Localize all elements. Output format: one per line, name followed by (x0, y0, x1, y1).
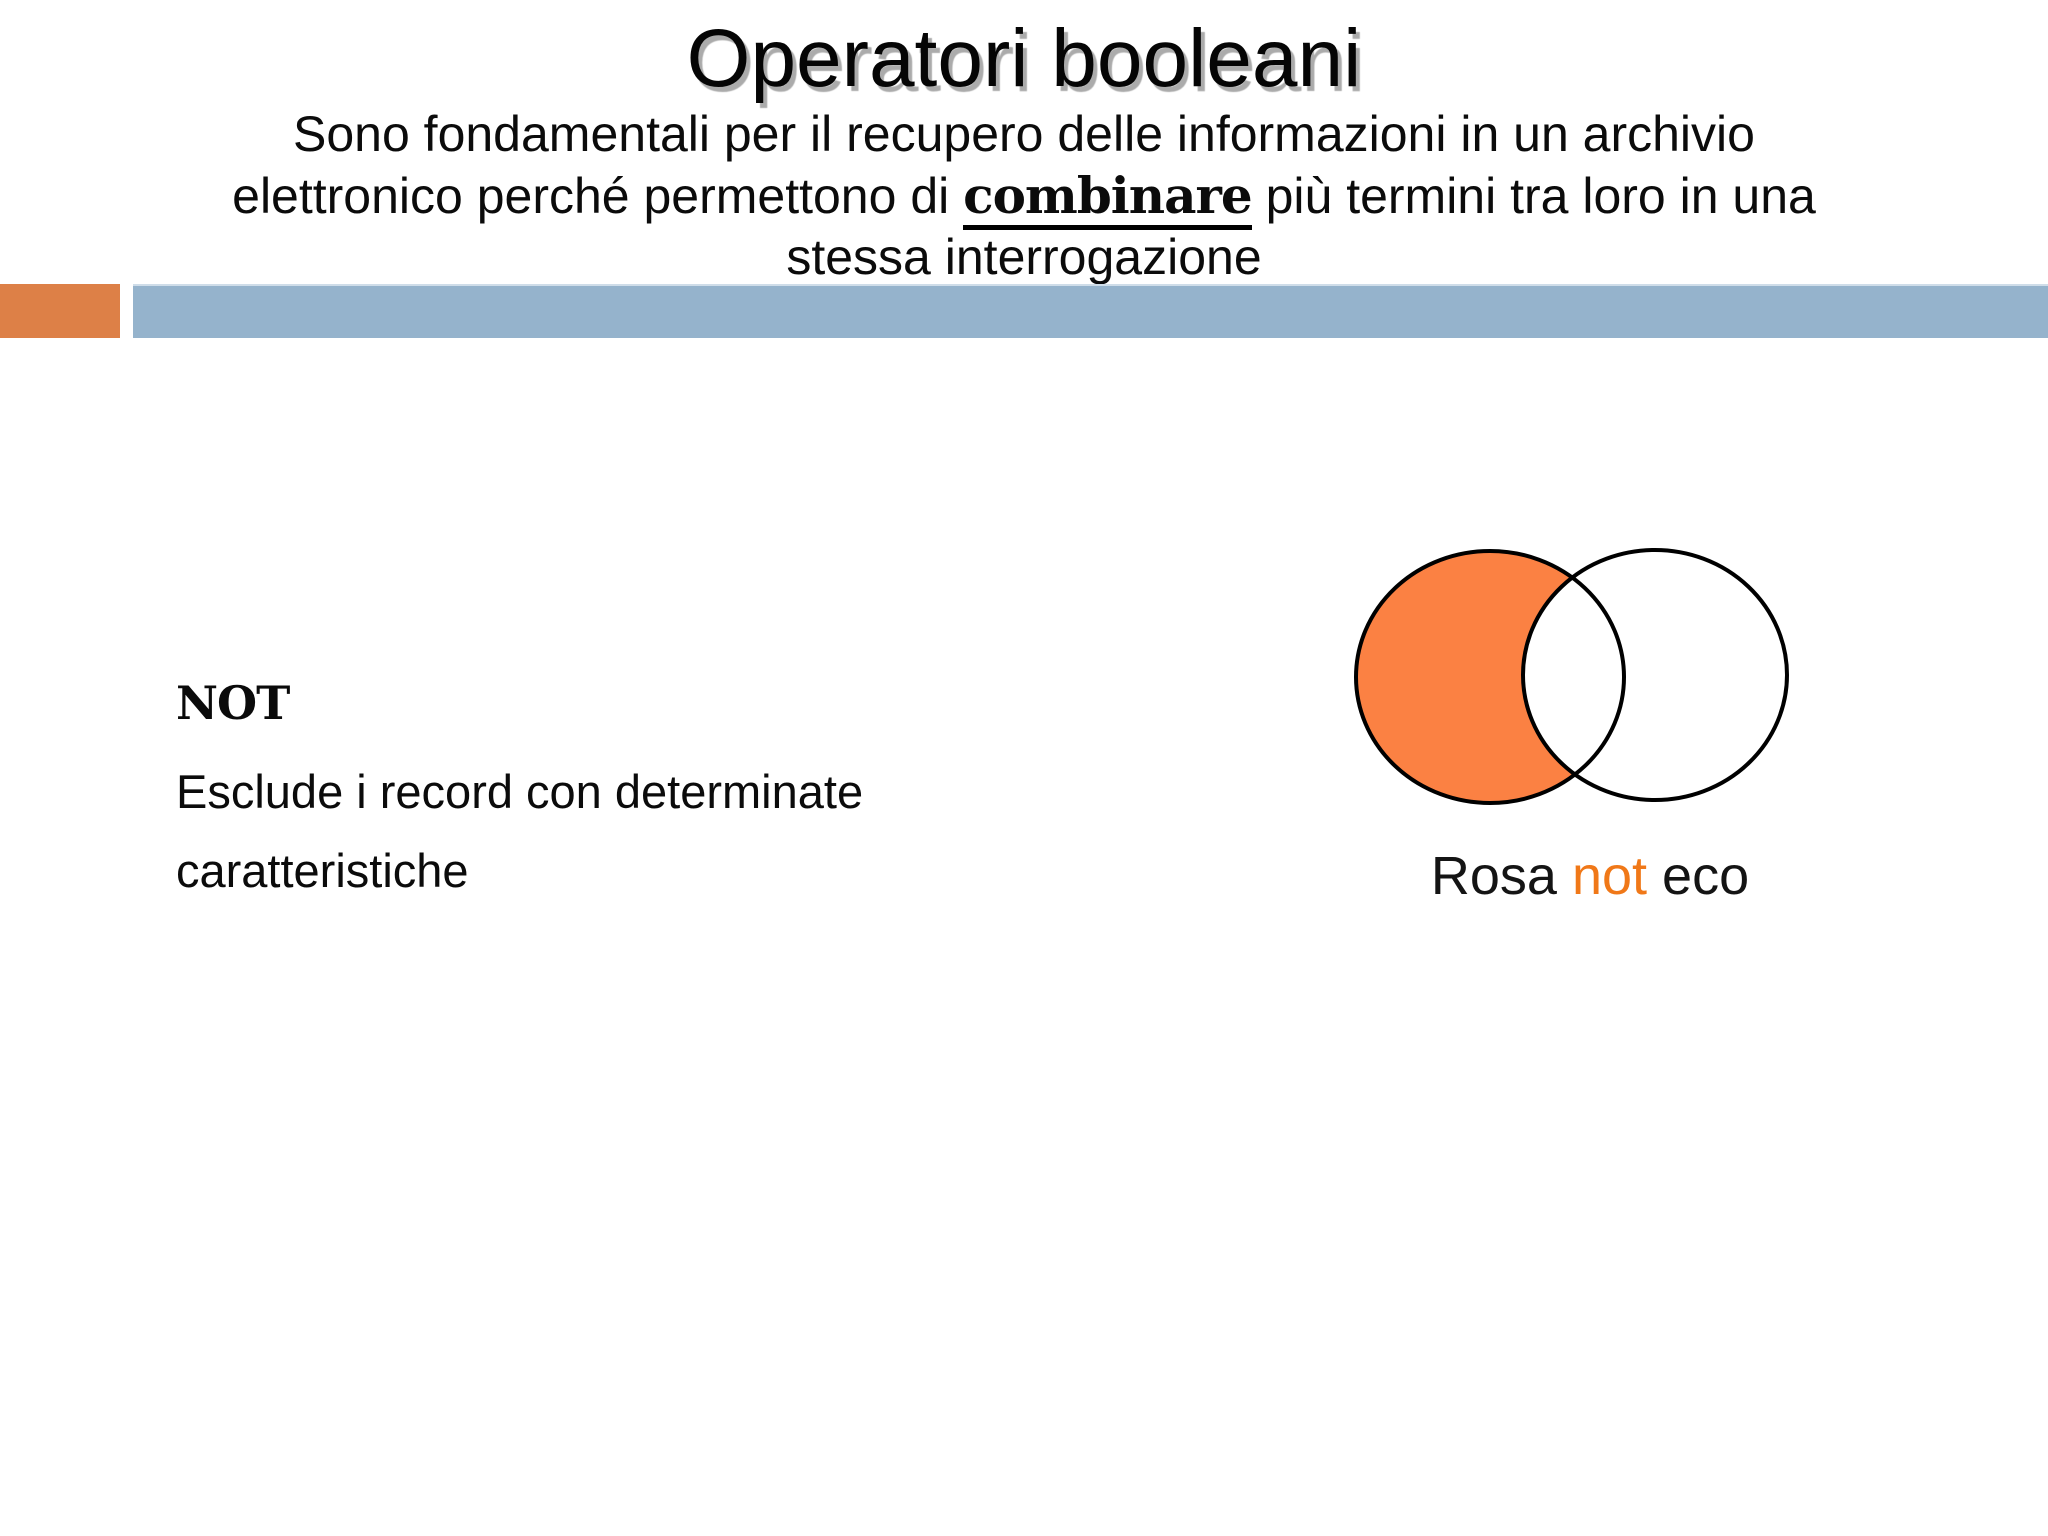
divider-orange-block (0, 284, 120, 338)
subtitle-line-1: Sono fondamentali per il recupero delle … (0, 104, 2048, 165)
slide-subtitle: Sono fondamentali per il recupero delle … (0, 104, 2048, 288)
venn-diagram (1354, 548, 1789, 805)
operator-description-line-1: Esclude i record con determinate (176, 765, 864, 818)
subtitle-line-2-pre: elettronico perché permettono di (232, 168, 964, 224)
subtitle-line-3: stessa interrogazione (0, 227, 2048, 288)
subtitle-line-1-text: Sono fondamentali per il recupero delle … (293, 106, 1755, 162)
venn-right-circle-outline (1521, 548, 1789, 802)
venn-caption-operator: not (1571, 846, 1648, 906)
divider-blue-bar (133, 284, 2048, 338)
venn-caption-term-right: eco (1647, 846, 1750, 906)
operator-description-line-2: caratteristiche (176, 844, 469, 897)
venn-caption: Rosa not eco (1330, 845, 1850, 907)
slide-title: Operatori booleani (686, 13, 1362, 104)
operator-description: Esclude i record con determinate caratte… (176, 752, 896, 910)
subtitle-line-2-post: più termini tra loro in una (1251, 168, 1816, 224)
not-operator-block: NOT Esclude i record con determinate car… (176, 676, 896, 910)
subtitle-line-3-text: stessa interrogazione (786, 229, 1262, 285)
subtitle-emphasis-combinare: combinare (963, 166, 1253, 230)
venn-left-circle-outline (1354, 549, 1626, 805)
operator-heading: NOT (176, 676, 290, 730)
venn-caption-term-left: Rosa (1430, 846, 1572, 906)
subtitle-line-2: elettronico perché permettono di combina… (0, 165, 2048, 230)
venn-right-circle-fill (1523, 550, 1787, 800)
